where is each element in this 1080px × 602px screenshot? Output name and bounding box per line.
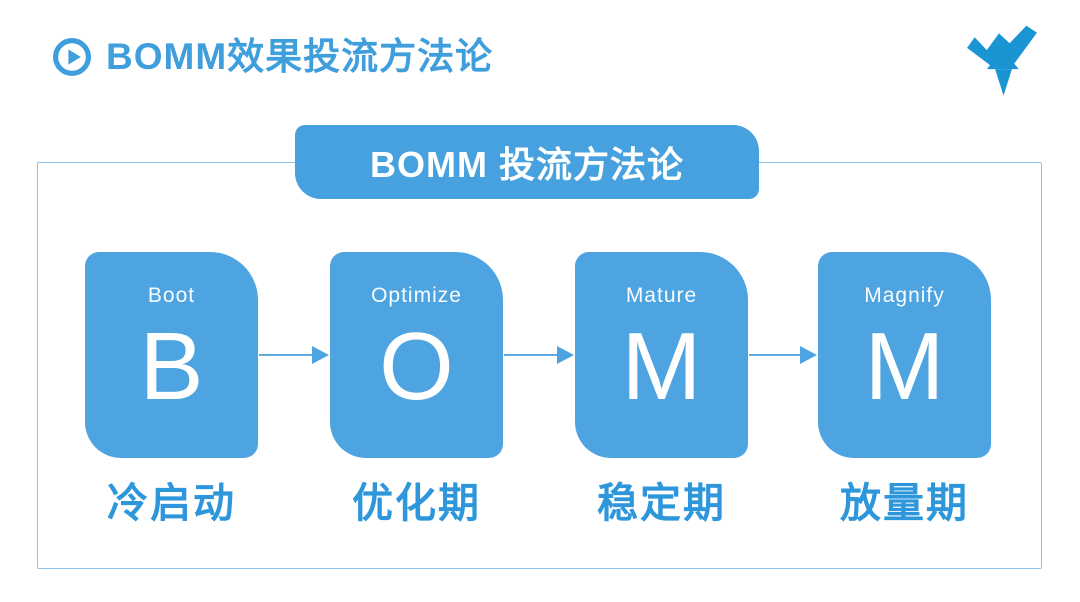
arrow-head-icon [312,346,329,364]
w-arrow-logo-icon [967,25,1037,96]
step-letter: M [621,313,702,420]
arrow-line [749,354,803,356]
step-en-label: Boot [147,284,196,307]
step-card-magnify: Magnify M [818,252,991,458]
stage-label-stable: 稳定期 [597,480,726,526]
arrow-head-icon [557,346,574,364]
flow-arrow [259,346,329,364]
step-en-label: Optimize [371,284,462,307]
play-circle-icon [53,38,91,76]
stage-label-scale-up: 放量期 [840,480,969,526]
step-letter: M [864,313,945,420]
stage-label-optimization: 优化期 [352,480,481,526]
step-letter: B [139,313,204,420]
arrow-line [504,354,560,356]
panel-title: BOMM 投流方法论 [370,144,684,185]
step-en-label: Mature [625,284,698,307]
step-en-label: Magnify [864,284,945,307]
arrow-line [259,354,315,356]
arrow-head-icon [800,346,817,364]
flow-arrow [504,346,574,364]
step-letter: O [379,313,454,420]
step-card-optimize: Optimize O [330,252,503,458]
panel-title-banner: BOMM 投流方法论 [295,125,759,199]
flow-arrow [749,346,817,364]
step-card-boot: Boot B [85,252,258,458]
stage-label-cold-start: 冷启动 [107,480,236,526]
page-title: BOMM效果投流方法论 [106,36,494,77]
step-card-mature: Mature M [575,252,748,458]
